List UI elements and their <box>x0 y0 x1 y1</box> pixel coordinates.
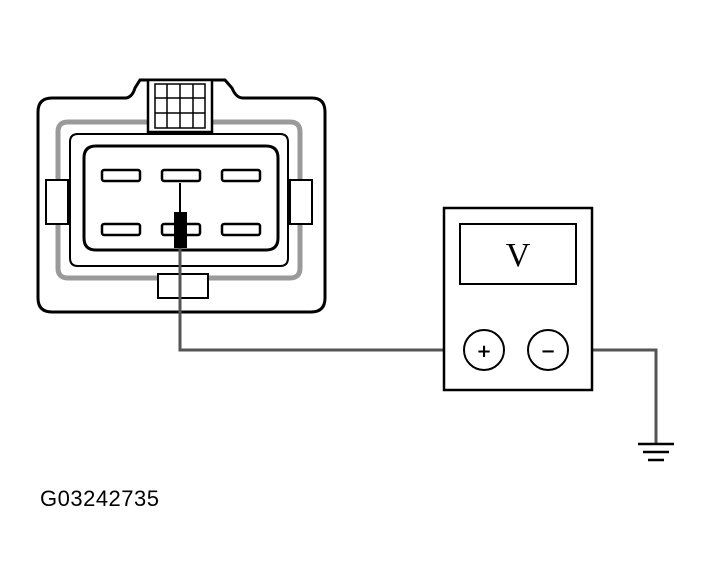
connector-pin <box>220 168 262 183</box>
meter-display <box>459 223 577 285</box>
figure-id: G03242735 <box>40 486 160 511</box>
positive-test-lead <box>178 248 466 352</box>
connector-pin <box>220 222 262 237</box>
connector-icon <box>36 78 327 314</box>
meter-display-label: V <box>506 237 531 274</box>
probe-icon <box>174 183 187 248</box>
negative-terminal-label: − <box>540 341 555 362</box>
connector-pin <box>100 222 142 237</box>
positive-terminal-label: + <box>476 341 491 362</box>
voltmeter: V + − <box>442 206 594 392</box>
connector-pin <box>160 168 202 183</box>
ground-lead <box>566 348 658 444</box>
positive-terminal <box>463 329 505 371</box>
ground-symbol-icon <box>638 442 674 462</box>
negative-terminal <box>527 329 569 371</box>
connector-pin <box>100 168 142 183</box>
